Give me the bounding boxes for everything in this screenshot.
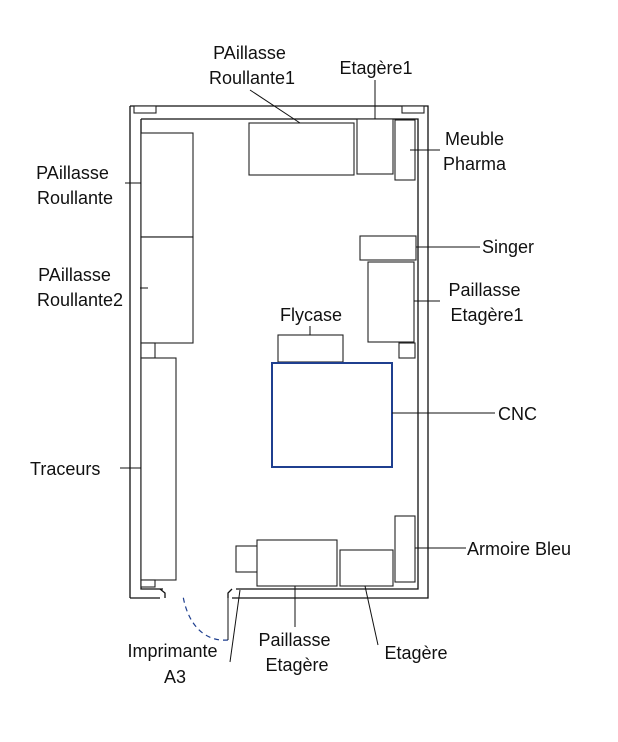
paillasse-roulante2-shape	[140, 236, 194, 344]
furniture	[140, 118, 417, 588]
label-imprimante-a3: Imprimante A3	[127, 641, 222, 687]
label-etagere1: Etagère1	[339, 58, 412, 78]
label-paillasse-roulante-line2: Roullante	[37, 188, 113, 208]
label-paillasse-etagere-line1: Paillasse	[258, 630, 330, 650]
label-meuble-pharma-line2: Pharma	[443, 154, 507, 174]
label-paillasse-roulante1: PAillasse Roullante1	[209, 43, 295, 88]
singer-shape	[359, 235, 417, 261]
label-meuble-pharma: Meuble Pharma	[443, 129, 509, 174]
label-cnc-line1: CNC	[498, 404, 537, 424]
label-paillasse-roulante: PAillasse Roullante	[36, 163, 114, 208]
cnc-shape	[271, 362, 393, 468]
label-imprimante-a3-line1: Imprimante	[127, 641, 217, 661]
paillasse-roulante1-shape	[248, 122, 355, 176]
label-armoire-bleu-line1: Armoire Bleu	[467, 539, 571, 559]
door-swing-arc	[182, 595, 229, 641]
label-paillasse-etagere1-line2: Etagère1	[450, 305, 523, 325]
paillasse-etagere-shape	[256, 539, 338, 587]
armoire-bleu-shape	[394, 515, 416, 583]
imprimante-a3-shape	[235, 545, 259, 573]
label-paillasse-roulante2: PAillasse Roullante2	[37, 265, 123, 310]
small-box-bottom-left	[140, 579, 156, 588]
label-paillasse-etagere1-line1: Paillasse	[448, 280, 520, 300]
etagere1-shape	[356, 118, 394, 175]
label-paillasse-roulante2-line2: Roullante2	[37, 290, 123, 310]
label-meuble-pharma-line1: Meuble	[445, 129, 504, 149]
label-cnc: CNC	[498, 404, 537, 424]
small-box-left	[140, 342, 156, 359]
paillasse-roulante-shape	[140, 132, 194, 238]
label-paillasse-roulante2-line1: PAillasse	[38, 265, 111, 285]
label-paillasse-etagere1: Paillasse Etagère1	[448, 280, 525, 325]
label-paillasse-etagere: Paillasse Etagère	[258, 630, 335, 675]
flycase-shape	[277, 334, 344, 363]
label-paillasse-roulante1-line1: PAillasse	[213, 43, 286, 63]
label-armoire-bleu: Armoire Bleu	[467, 539, 571, 559]
etagere-shape	[339, 549, 394, 587]
small-box-right	[398, 342, 416, 359]
leader-lines	[120, 80, 495, 663]
label-flycase-line1: Flycase	[280, 305, 342, 325]
label-singer-line1: Singer	[482, 237, 534, 257]
label-singer: Singer	[482, 237, 534, 257]
label-paillasse-roulante1-line2: Roullante1	[209, 68, 295, 88]
labels: PAillasse Roullante1 Etagère1 Meuble Pha…	[30, 43, 571, 687]
label-traceurs-line1: Traceurs	[30, 459, 100, 479]
label-paillasse-roulante-line1: PAillasse	[36, 163, 109, 183]
label-traceurs: Traceurs	[30, 459, 100, 479]
paillasse-etagere1-shape	[367, 261, 415, 343]
label-flycase: Flycase	[280, 305, 342, 325]
label-etagere: Etagère	[384, 643, 447, 663]
label-etagere1-line1: Etagère1	[339, 58, 412, 78]
label-imprimante-a3-line2: A3	[164, 667, 186, 687]
label-etagere-line1: Etagère	[384, 643, 447, 663]
label-paillasse-etagere-line2: Etagère	[265, 655, 328, 675]
traceurs-shape	[140, 357, 177, 581]
